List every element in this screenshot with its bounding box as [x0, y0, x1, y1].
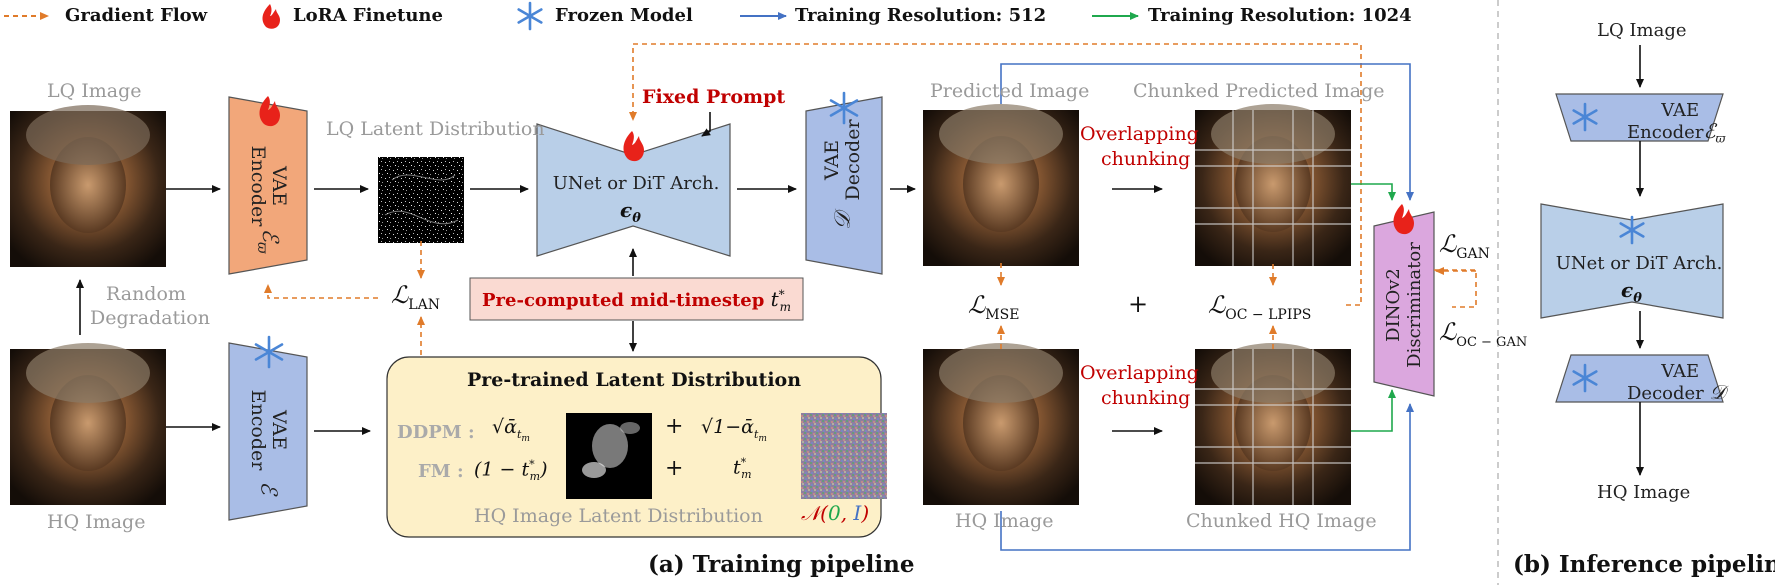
hq-image-thumbnail: [10, 343, 166, 505]
overlapping-label-bot-1: Overlapping: [1080, 362, 1199, 384]
random-label-2: Degradation: [90, 307, 210, 329]
ddpm-coef-1: √ᾱtm: [492, 416, 530, 444]
lq-latent-label: LQ Latent Distribution: [326, 118, 545, 140]
loss-lan: ℒLAN: [391, 281, 440, 313]
hq-image-label: HQ Image: [47, 511, 146, 533]
vae-encoder-train-lq-symbol: ℰϖ: [253, 228, 283, 254]
snowflake-icon: [517, 1, 543, 31]
lq-latent-thumbnail: [378, 157, 464, 243]
unet-train-eps: ϵθ: [620, 198, 641, 226]
overlapping-label-top-1: Overlapping: [1080, 123, 1199, 145]
predicted-image-label: Predicted Image: [930, 80, 1090, 102]
inference-lq-label: LQ Image: [1597, 20, 1687, 41]
legend-training-1024: Training Resolution: 1024: [1148, 5, 1412, 26]
vae-encoder-train-hq: [228, 342, 308, 521]
vae-decoder-train-label: VAE Decoder: [821, 119, 864, 201]
snowflake-icon: [254, 91, 1645, 393]
vae-encoder-train-hq-label: VAE Encoder: [247, 389, 290, 471]
resolution-1024-arrows: [1351, 183, 1396, 432]
random-label-1: Random: [106, 283, 186, 305]
loss-oc-gan: ℒOC − GAN: [1439, 318, 1528, 350]
overlapping-label-top-2: chunking: [1101, 148, 1191, 170]
chunked-hq-thumbnail: [1195, 343, 1351, 505]
latent-box-title: Pre-trained Latent Distribution: [466, 369, 802, 391]
legend: [4, 1, 1139, 31]
gradient-arrows: [264, 43, 1477, 355]
lq-image-label: LQ Image: [47, 80, 142, 102]
ddpm-coef-2: √1−ᾱtm: [701, 416, 767, 444]
precomputed-box: [469, 277, 804, 321]
inference-decoder-label: VAE Decoder 𝒟: [1627, 361, 1726, 404]
inference-unet-label: UNet or DiT Arch.: [1555, 253, 1723, 274]
fire-icon: [259, 96, 1414, 235]
legend-lora-finetune: LoRA Finetune: [293, 5, 443, 26]
loss-gan: ℒGAN: [1439, 230, 1490, 262]
legend-training-512: Training Resolution: 512: [795, 5, 1047, 26]
hq-latent-thumbnail: [566, 413, 652, 499]
vae-encoder-train-lq: [228, 96, 308, 275]
loss-mse: ℒMSE: [968, 291, 1020, 323]
vae-encoder-train-hq-symbol: ℰ: [255, 481, 281, 495]
chunked-predicted-thumbnail: [1195, 104, 1351, 266]
predicted-image-thumbnail: [923, 104, 1079, 266]
noise-label: 𝒩(0, I): [801, 501, 870, 525]
loss-oc-lpips: ℒOC − LPIPS: [1208, 291, 1312, 323]
black-arrows: [76, 45, 1644, 476]
fm-label: FM :: [418, 461, 464, 482]
plus-ddpm: +: [665, 414, 684, 439]
chunked-predicted-label: Chunked Predicted Image: [1133, 80, 1385, 102]
inference-hq-label: HQ Image: [1597, 482, 1691, 503]
hq-latent-label: HQ Image Latent Distribution: [474, 505, 763, 527]
training-caption: (a) Training pipeline: [648, 551, 915, 578]
legend-gradient-flow: Gradient Flow: [65, 5, 208, 26]
fm-coef-1: (1 − t*m): [474, 458, 548, 484]
vae-decoder-infer: [1555, 354, 1724, 403]
precomputed-label: Pre-computed mid-timestep t*m: [482, 287, 792, 314]
fire-icon: [262, 4, 280, 29]
lq-image-thumbnail: [10, 105, 166, 267]
inference-encoder-label: VAE Encoderℰϖ: [1627, 100, 1726, 146]
hq-image-target-thumbnail: [923, 343, 1079, 505]
overlapping-label-bot-2: chunking: [1101, 387, 1191, 409]
fixed-prompt-label: Fixed Prompt: [642, 86, 786, 108]
chunked-hq-label: Chunked HQ Image: [1186, 510, 1377, 532]
ddpm-label: DDPM :: [397, 422, 475, 443]
vae-decoder-train-symbol: 𝒟: [830, 212, 856, 230]
legend-frozen-model: Frozen Model: [555, 5, 693, 26]
unet-train-label: UNet or DiT Arch.: [552, 173, 720, 194]
plus-fm: +: [665, 456, 684, 481]
inference-unet-eps: ϵθ: [1621, 278, 1642, 306]
inference-caption: (b) Inference pipeline: [1513, 551, 1775, 578]
vae-encoder-infer: [1555, 93, 1724, 142]
fm-coef-2: t*m: [733, 456, 752, 482]
vae-encoder-train-lq-label: VAE Encoder: [247, 145, 290, 227]
discriminator: [1373, 211, 1435, 397]
resolution-512-arrows: [1000, 63, 1414, 551]
hq-image-target-label: HQ Image: [955, 510, 1054, 532]
discriminator-label: DINOv2 Discriminator: [1383, 242, 1425, 368]
noise-thumbnail: [801, 413, 887, 499]
plus-losses: +: [1128, 290, 1149, 318]
